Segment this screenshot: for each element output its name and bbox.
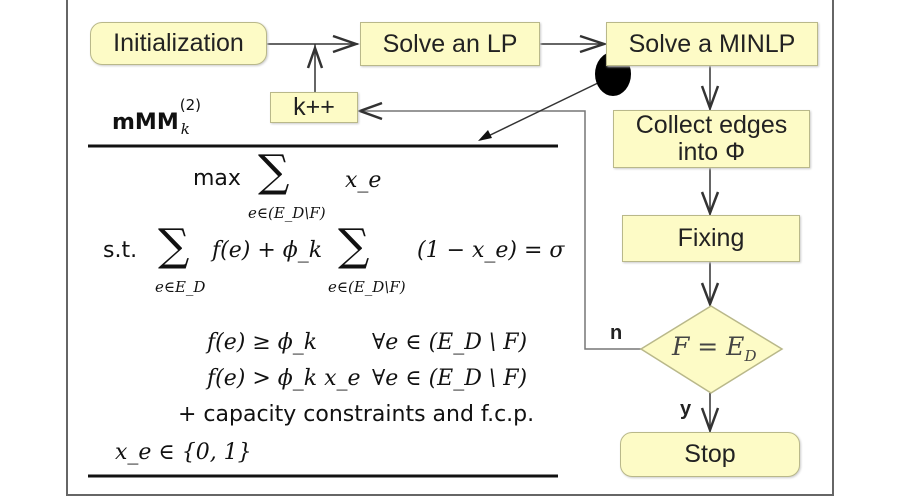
constraint-sum2-index: e∈(E_D\F) — [328, 278, 406, 296]
constraint-sum1-index: e∈E_D — [155, 278, 206, 296]
constraint-3-rhs: ∀e ∈ (E_D \ F) — [372, 366, 528, 391]
stop-node: Stop — [620, 432, 800, 477]
collect-edges-node: Collect edges into Φ — [613, 110, 810, 168]
sum-icon: ∑ — [258, 146, 290, 197]
yes-label: y — [680, 398, 692, 420]
arrowhead — [306, 44, 324, 69]
arrowhead — [700, 282, 720, 308]
no-label: n — [610, 322, 623, 344]
constraint-2-rhs: ∀e ∈ (E_D \ F) — [372, 330, 528, 355]
solve-lp-node: Solve an LP — [360, 22, 540, 66]
arrowhead — [332, 34, 360, 54]
arrowhead — [579, 34, 608, 54]
constraint-term1: f(e) + ϕ_k — [212, 238, 323, 263]
objective-term: x_e — [345, 168, 382, 193]
domain-constraint: x_e ∈ {0, 1} — [115, 440, 252, 465]
sum-icon: ∑ — [158, 220, 190, 271]
fixing-node: Fixing — [622, 215, 800, 262]
arrowhead — [700, 85, 720, 112]
constraint-2-lhs: f(e) ≥ ϕ_k — [207, 330, 318, 355]
arrow-loop-no — [358, 110, 641, 350]
solve-minlp-node: Solve a MINLP — [606, 22, 818, 66]
decision-label: F = ED — [672, 332, 757, 365]
solve-minlp-label: Solve a MINLP — [628, 29, 796, 58]
collect-edges-label: Collect edges into Φ — [635, 111, 788, 166]
fixing-label: Fixing — [677, 224, 745, 252]
st-keyword: s.t. — [103, 238, 138, 263]
objective-keyword: max — [193, 166, 241, 191]
increment-node: k++ — [270, 92, 358, 123]
initialization-node: Initialization — [90, 22, 267, 65]
stop-label: Stop — [684, 440, 736, 468]
constraint-4: + capacity constraints and f.c.p. — [178, 402, 535, 427]
decision-diamond — [639, 305, 784, 394]
sum-icon: ∑ — [338, 220, 370, 271]
arrow-dot-to-model — [479, 81, 601, 141]
model-title: mMM(2)k — [112, 96, 201, 138]
initialization-label: Initialization — [113, 29, 244, 57]
increment-label: k++ — [293, 93, 335, 121]
objective-sum-index: e∈(E_D\F) — [248, 204, 326, 222]
arrowhead — [356, 101, 383, 121]
constraint-3-lhs: f(e) > ϕ_k x_e — [207, 366, 361, 391]
solve-lp-label: Solve an LP — [382, 29, 518, 58]
frame — [66, 0, 834, 496]
constraint-term2: (1 − x_e) = σ — [417, 238, 565, 263]
arrowhead — [700, 407, 720, 434]
arrowhead — [700, 191, 720, 217]
